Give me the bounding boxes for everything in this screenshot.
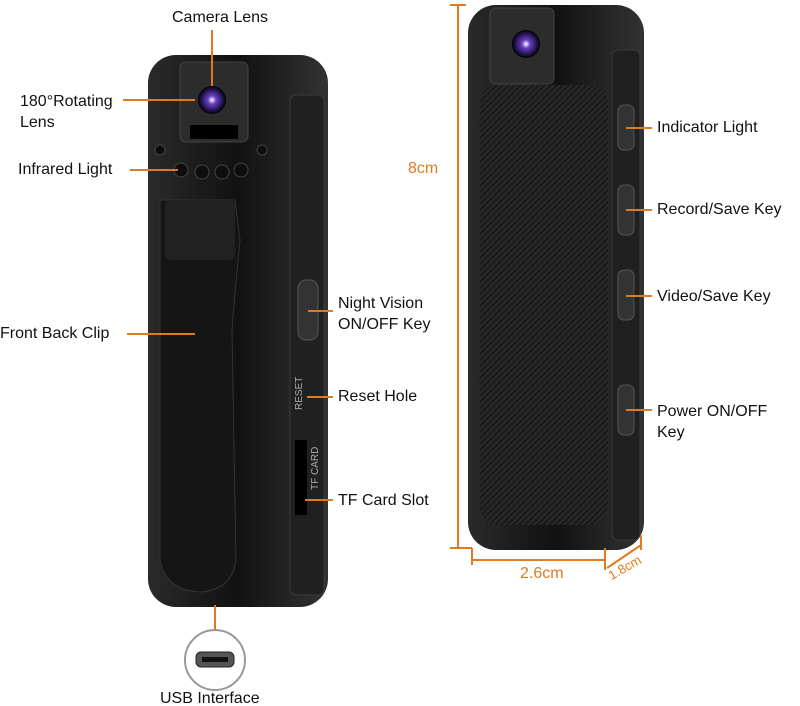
- back-clip: [159, 199, 241, 593]
- label-front-back-clip: Front Back Clip: [0, 325, 110, 342]
- reset-print: RESET: [294, 377, 305, 410]
- infrared-leds: [154, 144, 268, 180]
- label-infrared-light: Infrared Light: [18, 161, 113, 178]
- leader-lines: [123, 4, 652, 630]
- label-reset-hole: Reset Hole: [338, 388, 418, 405]
- dimension-width: 2.6cm: [520, 565, 564, 582]
- left-device: RESET TF CARD: [148, 55, 328, 607]
- label-night-vision-2: ON/OFF Key: [338, 316, 431, 333]
- label-power-key: Power ON/OFF: [657, 403, 768, 420]
- label-camera-lens: Camera Lens: [172, 9, 269, 26]
- label-usb-interface: USB Interface: [160, 690, 260, 706]
- label-record-save-key: Record/Save Key: [657, 201, 782, 218]
- label-power-key-2: Key: [657, 424, 685, 441]
- label-video-save-key: Video/Save Key: [657, 288, 771, 305]
- label-rotating-lens-2: Lens: [20, 114, 55, 131]
- label-night-vision: Night Vision: [338, 295, 424, 312]
- label-rotating-lens: 180°Rotating: [20, 93, 113, 110]
- usb-port-detail: [184, 629, 246, 691]
- label-indicator-light: Indicator Light: [657, 119, 758, 136]
- dimension-height: 8cm: [408, 160, 439, 177]
- camera-lens-icon: [512, 30, 540, 58]
- right-device: [468, 5, 644, 550]
- label-tf-card-slot: TF Card Slot: [338, 492, 429, 509]
- camera-lens-icon: [198, 86, 226, 114]
- tf-card-print: TF CARD: [310, 447, 321, 490]
